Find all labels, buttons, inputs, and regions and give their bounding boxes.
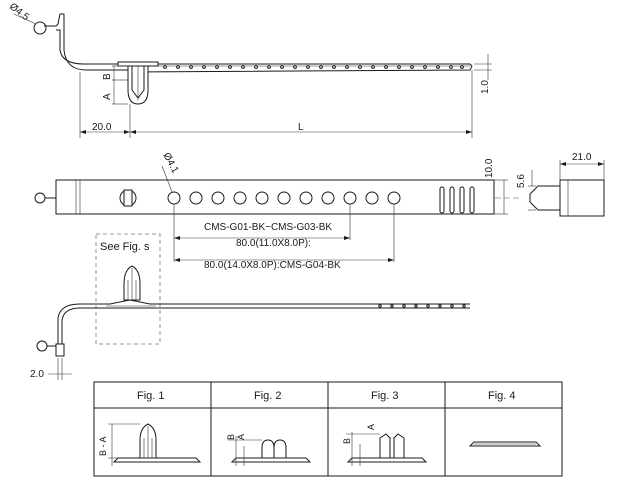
fig-1-dim: B - A (98, 436, 108, 456)
head-circle-top (34, 192, 46, 204)
dim-21-0: 21.0 (572, 152, 592, 163)
rivet-side (117, 61, 159, 105)
dia-41-label: Ø4.1 (161, 151, 181, 176)
dim-L: L (298, 122, 304, 133)
strap-serration (163, 65, 464, 69)
fig-2-drawing: B A (226, 434, 312, 466)
fig-2-header: Fig. 2 (254, 390, 282, 402)
fig-table: Fig. 1 Fig. 2 Fig. 3 Fig. 4 B - A B A (93, 381, 563, 477)
fig-2-a: A (236, 434, 246, 440)
fig-2-b: B (226, 434, 236, 440)
head-circle (33, 21, 47, 35)
side-view-top: Ø4.5 B A 1.0 20.0 L (7, 1, 492, 138)
dim-80-11: 80.0(11.0X8.0P): (236, 238, 311, 249)
b-label-top: B (102, 73, 113, 80)
end-detail: 5.6 21.0 (516, 152, 605, 217)
fig-4-drawing (468, 441, 542, 447)
cms-g01-label: CMS-G01-BK~CMS-G03-BK (204, 222, 332, 233)
fig-3-drawing: B A (342, 424, 428, 466)
top-view: Ø4.1 10.0 CMS-G01-BK~CMS-G03-BK 80.0(11.… (34, 151, 520, 271)
arm-curve (44, 13, 130, 71)
fig-3-b: B (342, 438, 352, 444)
strap-band (84, 63, 473, 73)
grip-slots (439, 186, 475, 214)
strap-holes (167, 191, 401, 205)
dim-5-6: 5.6 (516, 174, 527, 188)
strap-serration-bottom (378, 304, 466, 308)
fig-3-a: A (366, 424, 376, 430)
a-label-top: A (102, 93, 113, 100)
fig-4-header: Fig. 4 (488, 390, 516, 402)
fig-3-header: Fig. 3 (371, 390, 399, 402)
dim-2-0: 2.0 (30, 369, 44, 380)
fig-1-header: Fig. 1 (137, 390, 165, 402)
dim-80-14: 80.0(14.0X8.0P):CMS-G04-BK (204, 260, 341, 271)
see-fig-label: See Fig. s (100, 241, 150, 253)
dim-20-0: 20.0 (92, 122, 112, 133)
rivet-hole (119, 189, 137, 207)
dim-10-0: 10.0 (484, 158, 495, 178)
see-fig-box (95, 233, 161, 345)
fig-1-drawing: B - A (98, 423, 202, 466)
side-view-bottom: See Fig. s 2.0 (30, 233, 470, 380)
dim-1-0: 1.0 (480, 80, 491, 94)
